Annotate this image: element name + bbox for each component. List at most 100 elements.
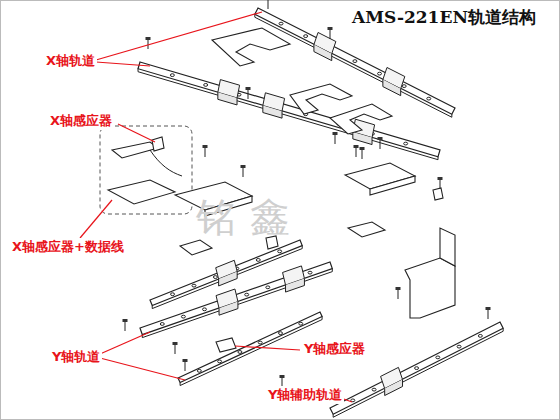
- screw: [146, 37, 151, 49]
- slide-block-side: [353, 132, 372, 145]
- part-label: X轴轨道: [44, 52, 97, 70]
- mount-hole: [415, 367, 419, 370]
- sensor-cable: [150, 150, 182, 176]
- rail: [140, 262, 332, 338]
- screw: [360, 147, 365, 159]
- screw: [378, 137, 383, 149]
- screw: [203, 145, 208, 157]
- mount-hole: [238, 351, 242, 354]
- rail-bar: [178, 312, 322, 383]
- screw: [328, 27, 333, 39]
- end-bracket-arm: [440, 228, 455, 266]
- sensor-group-outline: [100, 126, 192, 214]
- mount-hole: [402, 85, 406, 88]
- leader-line: [96, 12, 262, 60]
- mount-hole: [436, 356, 440, 359]
- bracket-plate: [290, 84, 352, 114]
- x-sensor: [152, 137, 164, 151]
- mount-hole: [197, 369, 201, 372]
- spacer: [433, 188, 443, 200]
- leader-line: [235, 346, 300, 350]
- mount-hole: [170, 74, 174, 77]
- rail-edge: [180, 317, 322, 386]
- rail: [138, 62, 440, 160]
- leader-line: [96, 62, 150, 66]
- end-bracket: [405, 258, 455, 318]
- screw: [183, 359, 188, 371]
- screw: [123, 319, 128, 331]
- leader-line: [118, 124, 155, 142]
- slide-block-side: [314, 45, 332, 61]
- screw: [438, 177, 443, 189]
- bracket-plate: [212, 28, 290, 66]
- rail-bar: [150, 240, 302, 306]
- mount-hole: [278, 250, 282, 253]
- mount-hole: [457, 345, 461, 348]
- mount-hole: [258, 341, 262, 344]
- mount-hole: [372, 388, 376, 391]
- mount-hole: [204, 84, 208, 87]
- diagram-title: AMS-221EN轨道结构: [352, 6, 536, 29]
- slide-block-side: [385, 380, 403, 396]
- sensor-bracket: [108, 180, 175, 204]
- mount-hole: [427, 97, 431, 100]
- mount-hole: [278, 332, 282, 335]
- leader-line: [100, 358, 185, 380]
- mount-hole: [171, 293, 175, 296]
- screw: [354, 145, 359, 157]
- mount-hole: [160, 323, 164, 326]
- slide-block-side: [219, 272, 238, 286]
- y-sensor: [216, 338, 236, 352]
- screw: [266, 0, 271, 9]
- rail-edge: [255, 14, 452, 117]
- rail: [330, 322, 503, 417]
- screw: [241, 165, 246, 177]
- slide-block-side: [286, 279, 305, 293]
- part-label: X轴感应器: [48, 112, 114, 130]
- mount-hole: [266, 286, 270, 289]
- part-label: Y轴感应器: [302, 340, 367, 358]
- mount-hole: [213, 276, 217, 279]
- pad: [180, 240, 212, 255]
- screw: [246, 87, 251, 99]
- mount-hole: [353, 60, 357, 63]
- rail: [150, 240, 302, 309]
- mount-hole: [378, 72, 382, 75]
- mount-hole: [245, 293, 249, 296]
- bracket-plate: [330, 104, 392, 134]
- slide-block-side: [218, 92, 237, 105]
- carriage-plate-side: [370, 176, 415, 195]
- rail: [178, 312, 322, 386]
- mount-hole: [279, 22, 283, 25]
- mount-hole: [404, 142, 408, 145]
- screw: [486, 307, 491, 319]
- pad: [348, 222, 385, 237]
- screw: [333, 132, 338, 144]
- screw: [396, 287, 401, 299]
- mount-hole: [202, 308, 206, 311]
- slide-block-side: [263, 106, 282, 119]
- part-label: X轴感应器+数据线: [10, 238, 126, 256]
- part-label: Y轴轨道: [50, 348, 102, 366]
- rail-edge: [152, 246, 302, 309]
- mount-hole: [218, 360, 222, 363]
- slide-block-side: [383, 80, 401, 96]
- mount-hole: [304, 35, 308, 38]
- leader-line: [100, 332, 150, 354]
- mount-hole: [192, 284, 196, 287]
- mount-hole: [256, 259, 260, 262]
- rail-edge: [138, 69, 438, 160]
- slide-block-side: [219, 302, 238, 316]
- rail-edge: [142, 269, 332, 338]
- sensor-bracket: [112, 142, 158, 158]
- leader-line: [80, 200, 112, 238]
- mount-hole: [308, 271, 312, 274]
- rail-bar: [330, 322, 503, 414]
- watermark: 铭鑫: [196, 190, 304, 245]
- mount-hole: [478, 334, 482, 337]
- rail-bar: [138, 62, 440, 157]
- mount-hole: [181, 315, 185, 318]
- mount-hole: [299, 322, 303, 325]
